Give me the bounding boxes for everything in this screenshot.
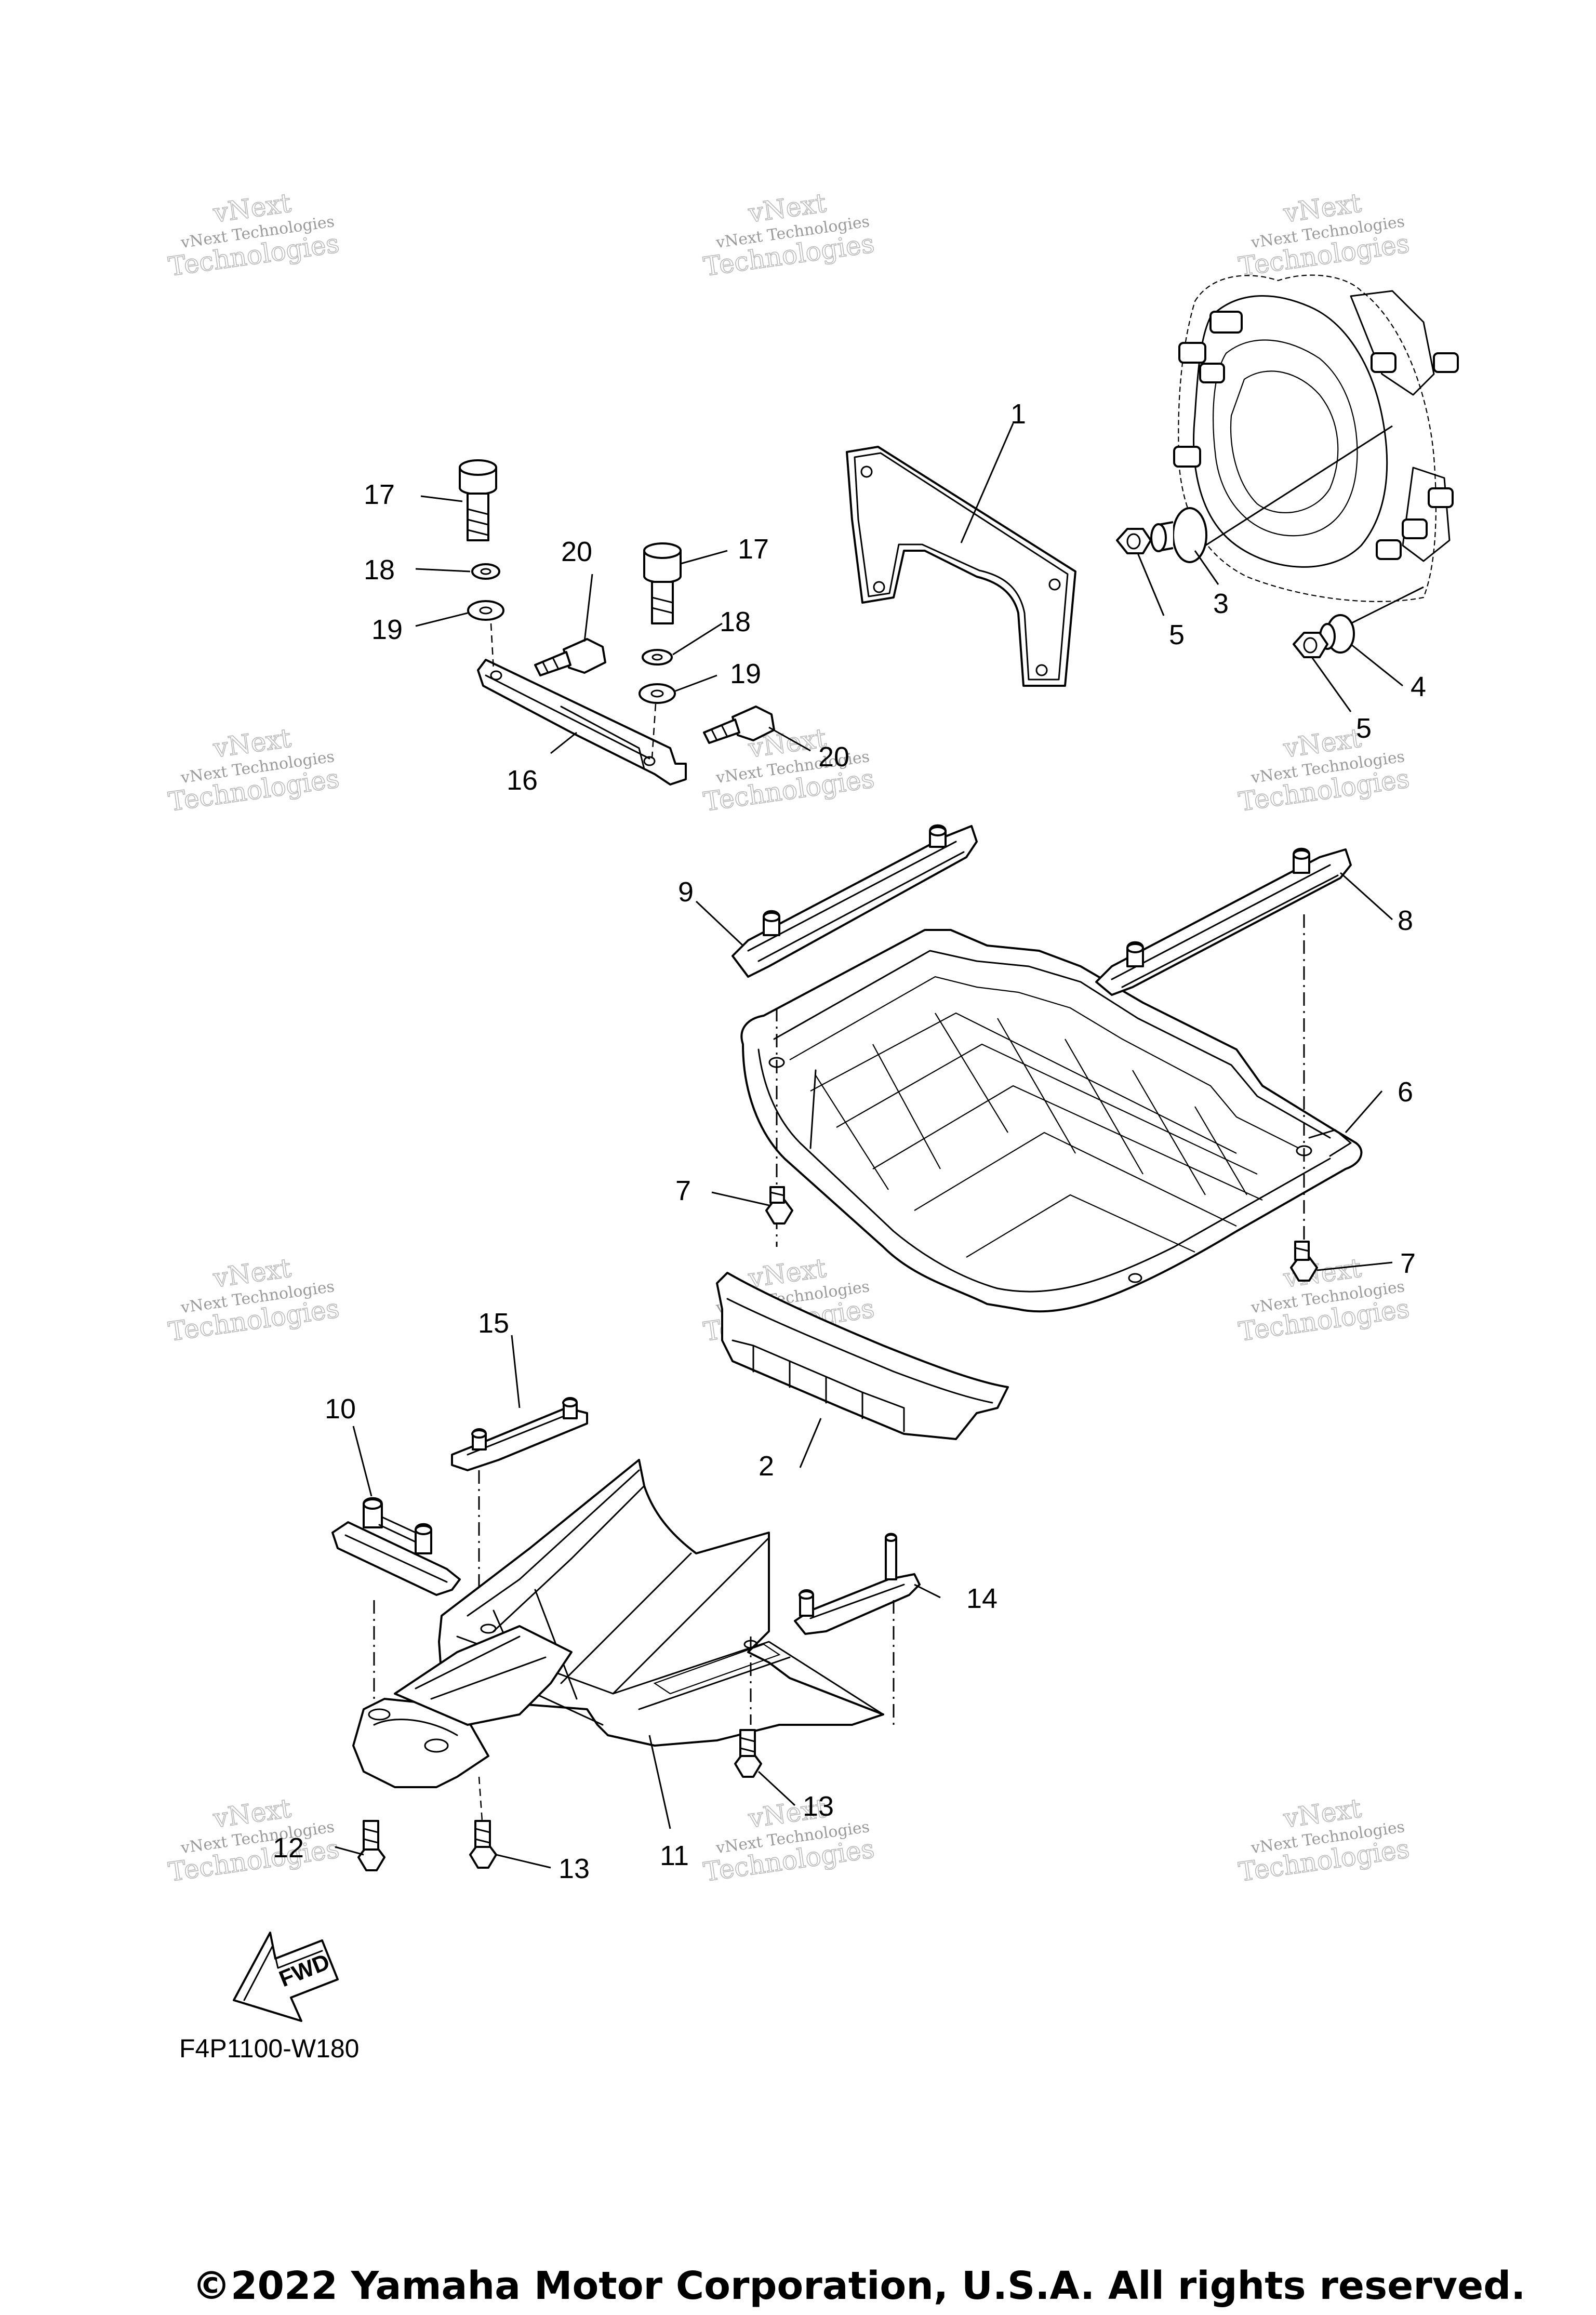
callout-19b: 19 (730, 658, 761, 689)
part-9-rail (732, 824, 978, 978)
part-13-bolt-right (734, 1729, 762, 1778)
callout-20a: 20 (561, 536, 592, 567)
part-4-damper (1319, 614, 1355, 654)
part-19-washer-left (467, 600, 504, 621)
figure-code: F4P1100-W180 (179, 2034, 359, 2063)
intake-duct (352, 1625, 573, 1788)
leader-lines (335, 423, 1403, 1869)
part-18-washer-right (642, 649, 673, 666)
callout-10: 10 (325, 1393, 356, 1425)
part-16-bracket (477, 659, 687, 786)
watermark-r4c1: vNext vNext Technologies Technologies (166, 1793, 341, 1888)
callout-18b: 18 (720, 606, 751, 637)
part-17-bolt-left (459, 459, 497, 541)
callout-14: 14 (966, 1583, 998, 1614)
part-15-pad (451, 1397, 588, 1471)
callout-13b: 13 (803, 1791, 834, 1822)
part-20-bolt-lower (703, 706, 775, 744)
part-8-rail (1095, 847, 1352, 996)
callout-8: 8 (1398, 905, 1413, 936)
callout-5a: 5 (1169, 619, 1185, 650)
part-13-bolt-left (469, 1820, 497, 1869)
part-5-nut-upper (1116, 528, 1152, 554)
watermark-r3c3: vNext vNext Technologies Technologies (1236, 1253, 1412, 1348)
part-5-nut-lower (1293, 632, 1328, 658)
watermark-r1c2: vNext vNext Technologies Technologies (701, 188, 876, 283)
callout-3: 3 (1213, 588, 1229, 619)
callout-13a: 13 (558, 1853, 590, 1884)
callout-15: 15 (478, 1308, 509, 1339)
engine-mount-housing (1173, 274, 1459, 624)
callout-4: 4 (1411, 671, 1426, 702)
part-7-bolt-left (765, 1186, 793, 1225)
part-18-washer-left (471, 563, 500, 580)
callout-18a: 18 (364, 554, 395, 586)
part-20-bolt-upper (534, 638, 606, 676)
watermark-r1c3: vNext vNext Technologies Technologies (1236, 188, 1412, 283)
callout-11: 11 (660, 1840, 689, 1871)
callout-5b: 5 (1356, 713, 1372, 744)
watermark-r2c3: vNext vNext Technologies Technologies (1236, 723, 1412, 818)
part-1-plate (846, 446, 1076, 687)
watermark-r2c1: vNext vNext Technologies Technologies (166, 723, 341, 818)
callout-19a: 19 (371, 614, 403, 645)
watermark-r1c1: vNext vNext Technologies Technologies (166, 188, 341, 283)
callout-7a: 7 (675, 1175, 691, 1206)
part-19-washer-right (639, 683, 676, 704)
callout-9: 9 (678, 876, 694, 908)
part-10-pad (331, 1497, 461, 1596)
callout-7b: 7 (1400, 1248, 1416, 1279)
part-3-damper (1150, 507, 1207, 563)
part-2-spacer (716, 1272, 1009, 1440)
watermark-r4c2: vNext vNext Technologies Technologies (701, 1793, 876, 1888)
callout-6: 6 (1398, 1076, 1413, 1108)
callout-labels: 1 2 3 4 5 5 6 7 7 8 9 10 11 12 13 13 14 … (273, 398, 1426, 1884)
callout-17b: 17 (738, 534, 769, 565)
callout-2: 2 (759, 1451, 774, 1482)
copyright-notice: ©2022 Yamaha Motor Corporation, U.S.A. A… (192, 2264, 1525, 2308)
part-17-bolt-right (643, 542, 682, 624)
watermark-r3c1: vNext vNext Technologies Technologies (166, 1253, 341, 1348)
callout-17a: 17 (364, 479, 395, 510)
watermark-r4c3: vNext vNext Technologies Technologies (1236, 1793, 1412, 1888)
callout-20b: 20 (818, 741, 849, 773)
part-12-bolt (357, 1820, 385, 1871)
callout-16: 16 (507, 765, 538, 796)
part-14-pad (794, 1533, 921, 1635)
fwd-arrow-icon: FWD (233, 1932, 339, 2022)
callout-12: 12 (273, 1832, 304, 1864)
part-7-bolt-right (1290, 1241, 1318, 1282)
part-6-mount-plate (740, 929, 1363, 1313)
callout-1: 1 (1010, 398, 1026, 430)
